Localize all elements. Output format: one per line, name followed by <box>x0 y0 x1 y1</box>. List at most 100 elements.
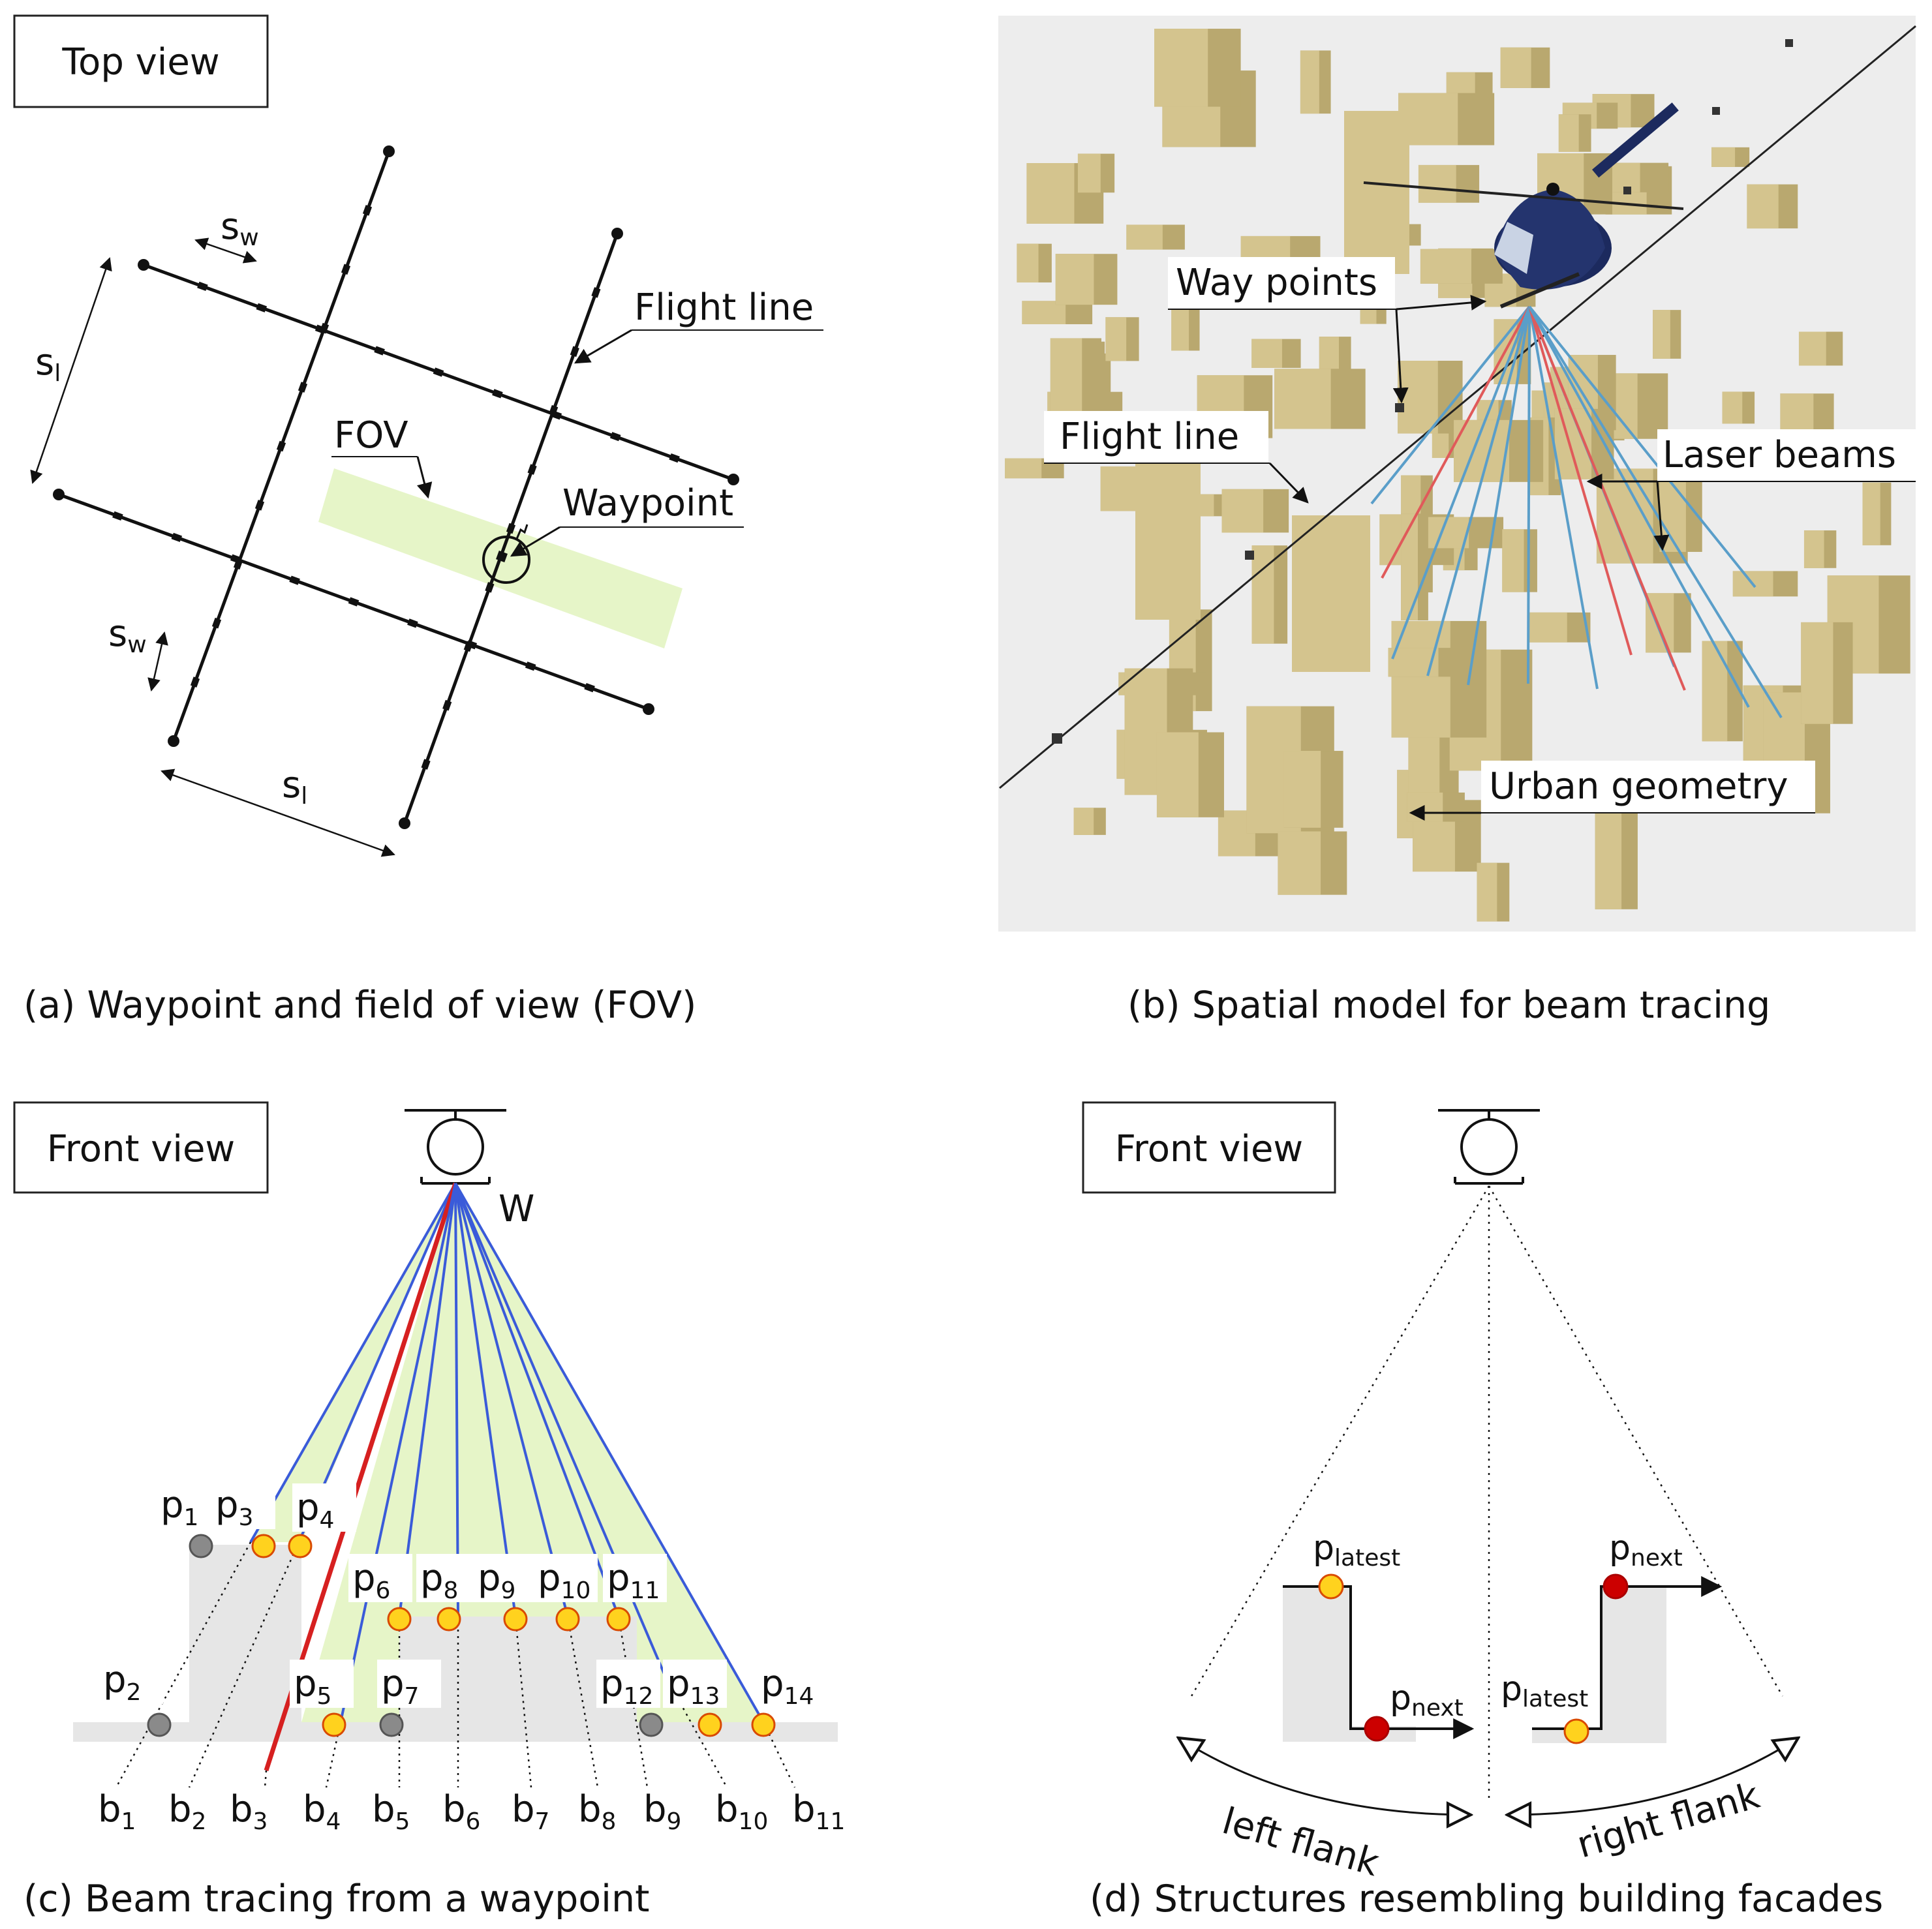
urban-block <box>1274 369 1331 429</box>
waypoint-tick <box>485 582 495 593</box>
point-p8 <box>437 1607 461 1632</box>
beam-extension-4 <box>325 1722 342 1788</box>
render-flight-line-label: Flight line <box>1060 416 1239 458</box>
waypoint-tick <box>584 683 595 693</box>
laser-beam-red <box>1381 306 1531 579</box>
p-latest-left-point <box>1318 1573 1344 1600</box>
laser-beam-blue <box>1527 306 1531 684</box>
label-p3-bg <box>211 1481 275 1529</box>
p-latest-right-label: platest <box>1501 1669 1588 1712</box>
label-p4: p4 <box>296 1487 334 1534</box>
point-p12 <box>639 1712 664 1737</box>
label-b5: b5 <box>372 1788 410 1835</box>
label-b8: b8 <box>578 1788 616 1835</box>
label-p1-bg <box>157 1481 221 1529</box>
beam-extension-7 <box>514 1616 532 1788</box>
laser-beams-label: Laser beams <box>1663 434 1896 476</box>
front-view-box-d <box>1082 1101 1336 1194</box>
label-b11: b11 <box>792 1788 845 1835</box>
fov-boundaries <box>1190 1185 1784 1800</box>
point-p9 <box>503 1607 528 1632</box>
scanner-icon <box>405 1109 506 1185</box>
way-points-box <box>1168 257 1395 309</box>
urban-block <box>1154 29 1208 107</box>
tower <box>1292 515 1370 672</box>
urban-geometry <box>1005 29 1910 922</box>
laser-beam-red <box>1528 306 1686 691</box>
left-flank-arc <box>1178 1738 1471 1815</box>
label-p12-bg <box>596 1660 660 1708</box>
label-p13: p13 <box>667 1663 720 1710</box>
beam-2 <box>298 1183 457 1543</box>
urban-block <box>1017 243 1039 282</box>
laser-beam-blue <box>1528 305 1783 719</box>
urban-block <box>1156 732 1199 817</box>
urban-geometry-box <box>1481 761 1815 813</box>
point-p4 <box>288 1534 313 1558</box>
urban-block <box>1502 529 1524 592</box>
beam-extension-3 <box>264 1770 268 1788</box>
label-b1: b1 <box>98 1788 136 1835</box>
laser-beam-red <box>1528 306 1633 656</box>
waypoint-tick <box>374 346 385 356</box>
waypoint-tick <box>421 759 431 770</box>
waypoint-tick <box>298 382 308 393</box>
urban-block <box>1653 310 1670 359</box>
point-p14 <box>751 1712 776 1737</box>
waypoint-label: Waypoint <box>562 482 733 524</box>
urban-block <box>1747 184 1779 229</box>
top-view-box <box>13 14 269 108</box>
caption-d: (d) Structures resembling building facad… <box>1090 1877 1883 1921</box>
urban-block <box>1100 466 1136 511</box>
beam-4 <box>339 1183 457 1723</box>
urban-block <box>1283 751 1321 828</box>
ground <box>73 1722 838 1742</box>
left-flank-label: left flank <box>1218 1800 1384 1885</box>
s-l-bottom-label: sl <box>282 764 307 810</box>
waypoint-tick <box>492 389 503 399</box>
waypoint-tick <box>254 500 265 511</box>
render-waypoints <box>1052 39 1793 744</box>
label-p9: p9 <box>478 1557 515 1604</box>
p-latest-right-point <box>1563 1718 1589 1744</box>
laser-beam-blue <box>1528 306 1599 690</box>
label-p14-bg <box>757 1660 821 1708</box>
point-p6 <box>387 1607 412 1632</box>
beam-extension-1 <box>115 1542 252 1788</box>
p-next-left-label: pnext <box>1390 1678 1464 1722</box>
point-p1 <box>189 1534 213 1558</box>
waypoint-tick <box>256 303 268 312</box>
waypoint-tick <box>233 558 243 570</box>
waypoint-w-label: W <box>498 1188 534 1230</box>
urban-block <box>1803 530 1824 568</box>
urban-block <box>1300 50 1319 114</box>
urban-block <box>1711 147 1736 167</box>
tower <box>1344 111 1409 274</box>
point-p7 <box>379 1712 404 1737</box>
urban-block <box>1105 317 1127 361</box>
label-p10-bg <box>534 1554 598 1602</box>
waypoint-tick <box>171 532 183 542</box>
waypoint-markers <box>112 205 680 770</box>
label-p9-bg <box>474 1554 538 1602</box>
waypoint-tick <box>341 264 351 275</box>
label-p11: p11 <box>607 1557 660 1604</box>
point-p11 <box>606 1607 631 1632</box>
caption-b: (b) Spatial model for beam tracing <box>1127 984 1770 1027</box>
urban-block <box>1278 831 1321 895</box>
point-p3 <box>251 1534 276 1558</box>
label-p8: p8 <box>420 1557 458 1604</box>
front-view-title-d: Front view <box>1115 1128 1303 1170</box>
label-p5-bg <box>290 1660 354 1708</box>
waypoint-tick <box>348 597 360 607</box>
point-p2 <box>147 1712 172 1737</box>
urban-block <box>1055 254 1094 305</box>
label-p6: p6 <box>352 1557 390 1604</box>
beam-8 <box>454 1183 569 1617</box>
label-b2: b2 <box>168 1788 206 1835</box>
urban-block <box>1026 163 1075 224</box>
urban-block <box>1558 114 1579 152</box>
beam-6 <box>454 1183 459 1617</box>
s-l-left-label: sl <box>35 341 61 387</box>
waypoint-circle <box>482 536 530 584</box>
